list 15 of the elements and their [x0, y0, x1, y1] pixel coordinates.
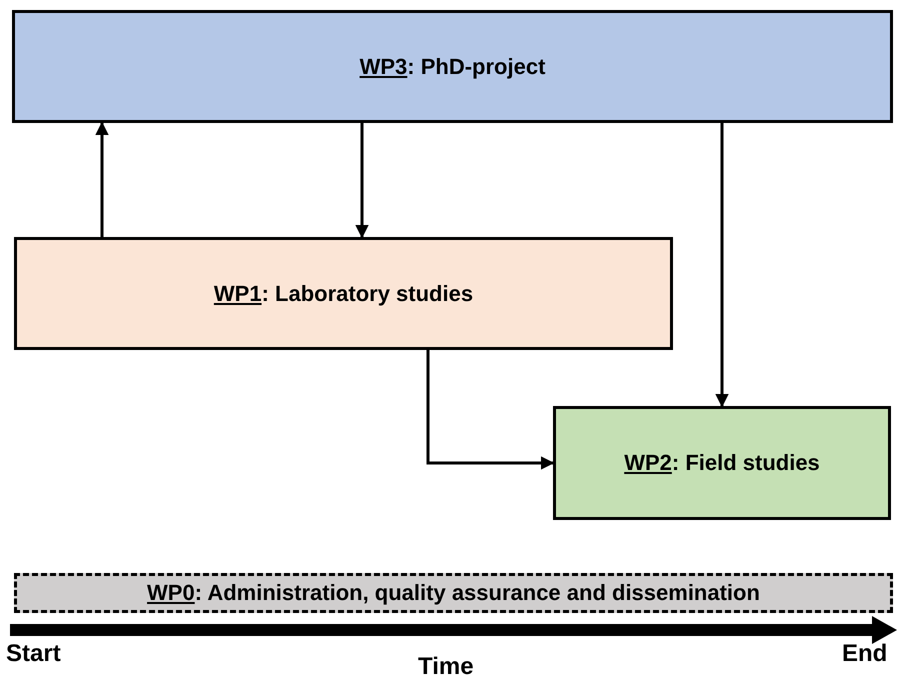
process-box: [553, 406, 891, 520]
arrow: [426, 350, 554, 470]
axis-label: Time: [418, 653, 474, 681]
process-box: [12, 10, 893, 123]
axis-label: Start: [6, 640, 61, 668]
axis-label: End: [842, 640, 888, 668]
arrow: [355, 123, 369, 238]
box-title: WP3: PhD-project: [360, 54, 546, 80]
box-title: WP2: Field studies: [624, 450, 820, 476]
process-box: [14, 237, 673, 350]
arrow: [95, 122, 109, 237]
box-title: WP1: Laboratory studies: [214, 280, 474, 306]
arrow: [715, 123, 729, 408]
box-title: WP0: Administration, quality assurance and dissemination: [147, 580, 760, 606]
process-box: [14, 573, 893, 613]
